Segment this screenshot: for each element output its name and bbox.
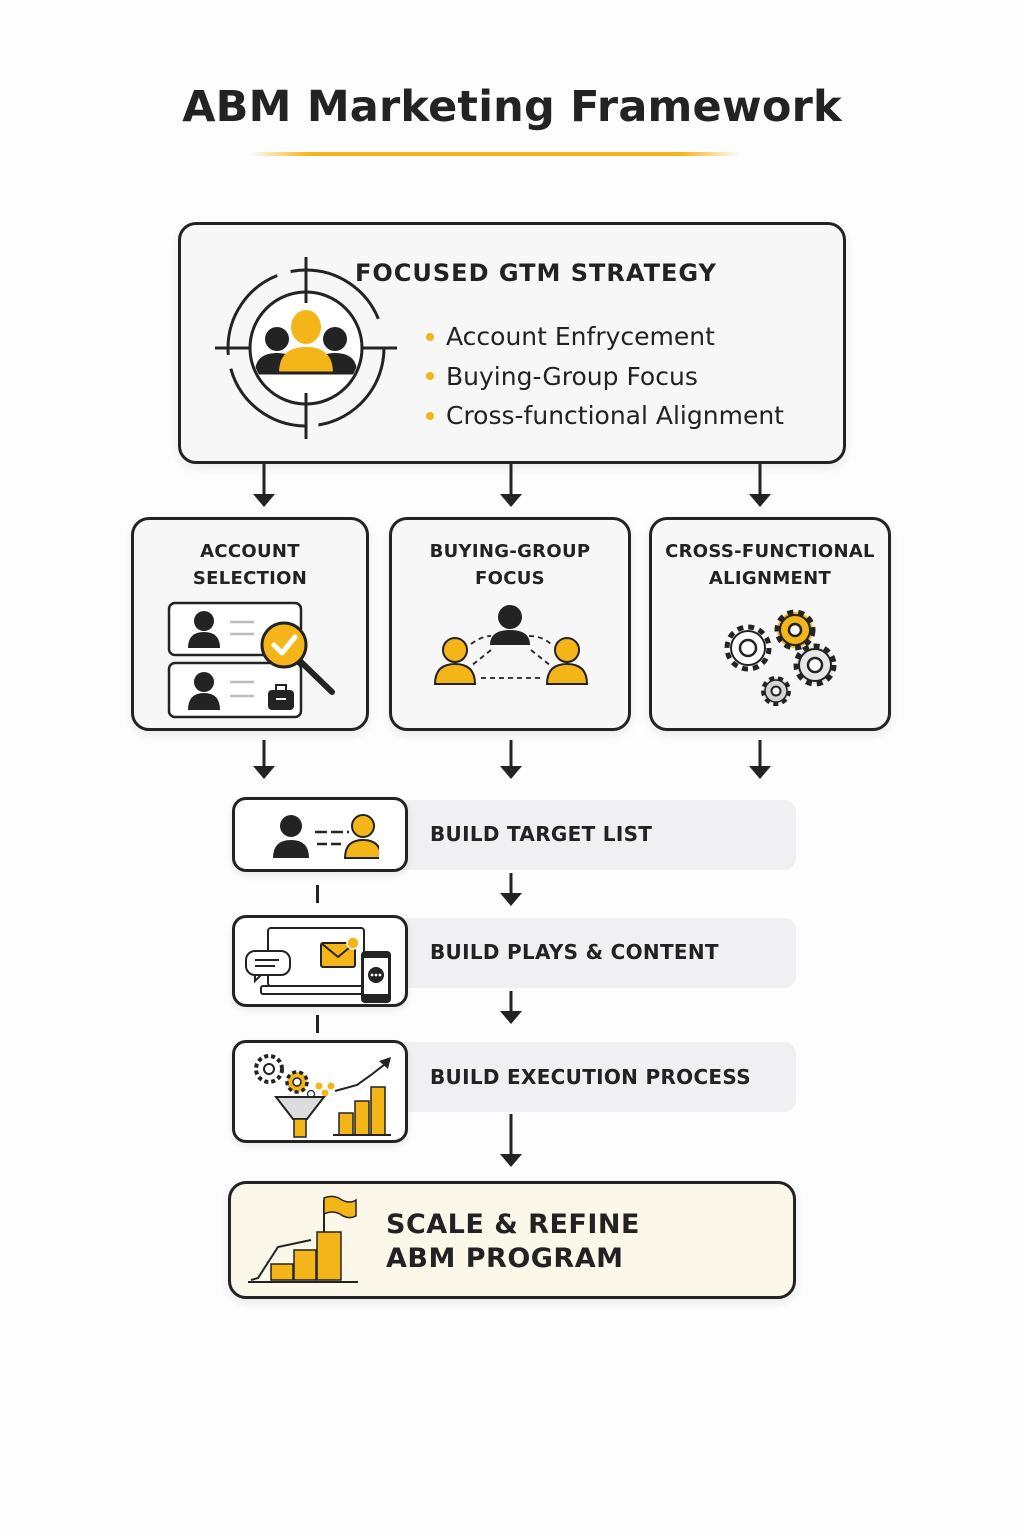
step-bar bbox=[380, 800, 796, 870]
arrows-row-1 bbox=[253, 464, 771, 507]
arrow-down-icon bbox=[500, 873, 522, 906]
gears-icon bbox=[724, 609, 837, 706]
arrow-head bbox=[253, 494, 275, 507]
chat-bubble-icon bbox=[245, 950, 291, 976]
people-network-icon bbox=[433, 605, 589, 685]
flag-icon bbox=[323, 1195, 357, 1219]
pillar-title: BUYING-GROUP FOCUS bbox=[429, 541, 591, 589]
connector-line bbox=[316, 885, 319, 903]
bullet-dot-icon bbox=[426, 411, 434, 420]
page-title: ABM Marketing Framework bbox=[182, 82, 842, 132]
gear-icon bbox=[761, 676, 791, 706]
step-label: BUILD PLAYS & CONTENT bbox=[430, 940, 719, 964]
step-icon-box bbox=[232, 797, 408, 872]
final-stage-card: SCALE & REFINE ABM PROGRAM bbox=[228, 1181, 796, 1299]
title-underline bbox=[250, 152, 740, 156]
strategy-bullet: Buying-Group Focus bbox=[426, 357, 784, 397]
arrow-down-icon bbox=[500, 991, 522, 1024]
strategy-bullet: Account Enfrycement bbox=[426, 317, 784, 357]
gear-icon bbox=[774, 609, 816, 651]
people-link-icon bbox=[273, 814, 379, 859]
check-icon bbox=[271, 634, 298, 656]
growth-flag-icon bbox=[248, 1195, 358, 1283]
pillar-title: ACCOUNT SELECTION bbox=[192, 541, 308, 589]
strategy-bullets: Account Enfrycement Buying-Group Focus C… bbox=[426, 317, 784, 436]
target-people-icon bbox=[215, 257, 397, 439]
bullet-dot-icon bbox=[426, 372, 434, 381]
account-cards-magnifier-icon bbox=[167, 601, 335, 719]
step-label: BUILD TARGET LIST bbox=[430, 822, 653, 846]
arrow-head bbox=[749, 494, 771, 507]
funnel-icon bbox=[273, 1096, 327, 1120]
gear-icon bbox=[793, 643, 837, 687]
pillar-title: CROSS-FUNCTIONAL ALIGNMENT bbox=[665, 541, 875, 589]
connector-line bbox=[316, 1015, 319, 1033]
step-icon-box bbox=[232, 915, 408, 1007]
final-stage-title: SCALE & REFINE ABM PROGRAM bbox=[386, 1209, 640, 1274]
arrows-row-2 bbox=[253, 740, 771, 779]
bullet-dot-icon bbox=[426, 332, 434, 341]
pillar-account-selection: ACCOUNT SELECTION bbox=[131, 517, 369, 731]
pillar-cross-functional: CROSS-FUNCTIONAL ALIGNMENT bbox=[649, 517, 891, 731]
step-bar bbox=[380, 918, 796, 988]
step-bar bbox=[380, 1042, 796, 1112]
strategy-title: FOCUSED GTM STRATEGY bbox=[355, 259, 717, 287]
strategy-bullet: Cross-functional Alignment bbox=[426, 396, 784, 436]
pillar-buying-group: BUYING-GROUP FOCUS bbox=[389, 517, 631, 731]
arrow-head bbox=[500, 494, 522, 507]
gear-icon bbox=[724, 624, 772, 672]
arrow-down-icon bbox=[500, 1114, 522, 1167]
strategy-card: FOCUSED GTM STRATEGY Account Enfrycement… bbox=[178, 222, 846, 464]
funnel-growth-icon bbox=[254, 1054, 391, 1138]
step-label: BUILD EXECUTION PROCESS bbox=[430, 1065, 751, 1089]
step-icon-box bbox=[232, 1040, 408, 1143]
trend-arrow-icon bbox=[379, 1057, 391, 1069]
multichannel-devices-icon bbox=[245, 927, 391, 1003]
